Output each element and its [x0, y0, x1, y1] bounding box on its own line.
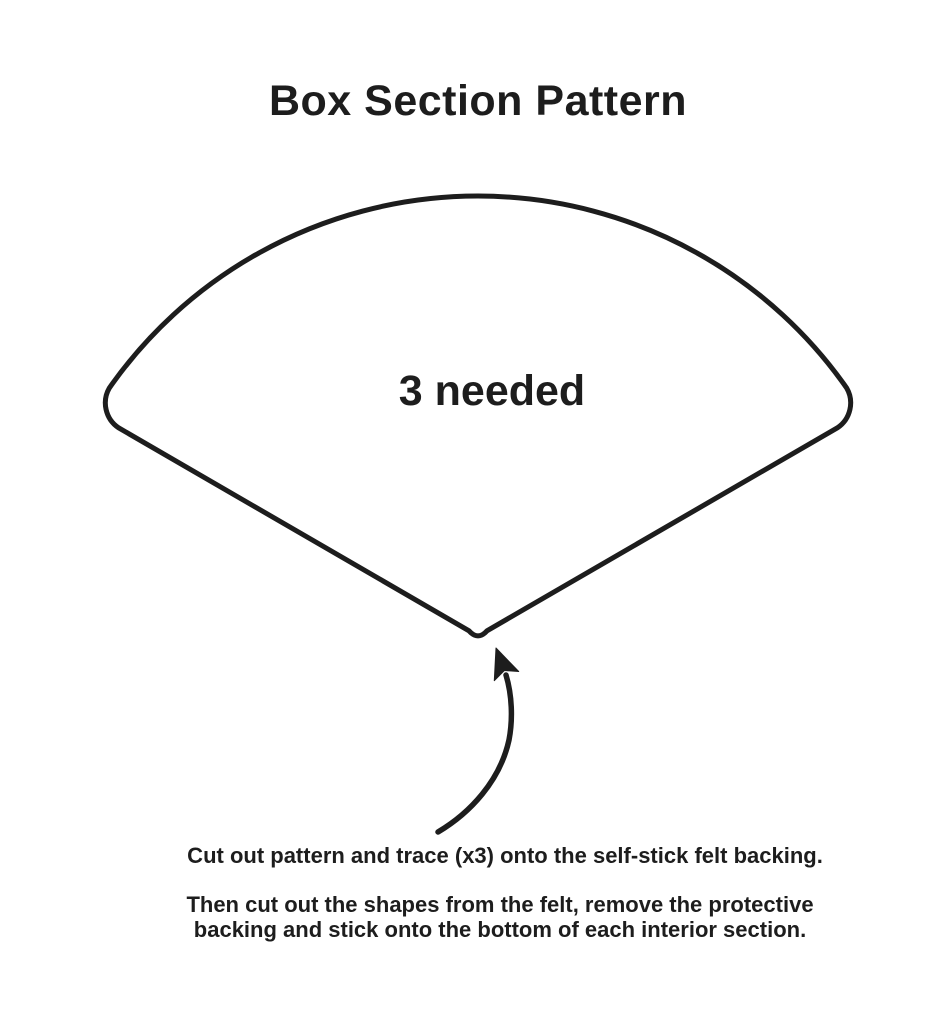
instruction-paragraph-2-line-2: backing and stick onto the bottom of eac…: [193, 917, 807, 942]
fan-pattern-outline: [102, 193, 854, 639]
instruction-paragraph-2: Then cut out the shapes from the felt, r…: [186, 892, 813, 942]
instruction-paragraph-2-line-1: Then cut out the shapes from the felt, r…: [186, 892, 814, 917]
arrow-head-icon: [493, 647, 520, 682]
curved-arrow-shaft: [435, 672, 515, 835]
pieces-needed-label: 3 needed: [398, 367, 586, 415]
instruction-paragraph-1: Cut out pattern and trace (x3) onto the …: [187, 843, 823, 868]
page-title: Box Section Pattern: [268, 77, 688, 125]
